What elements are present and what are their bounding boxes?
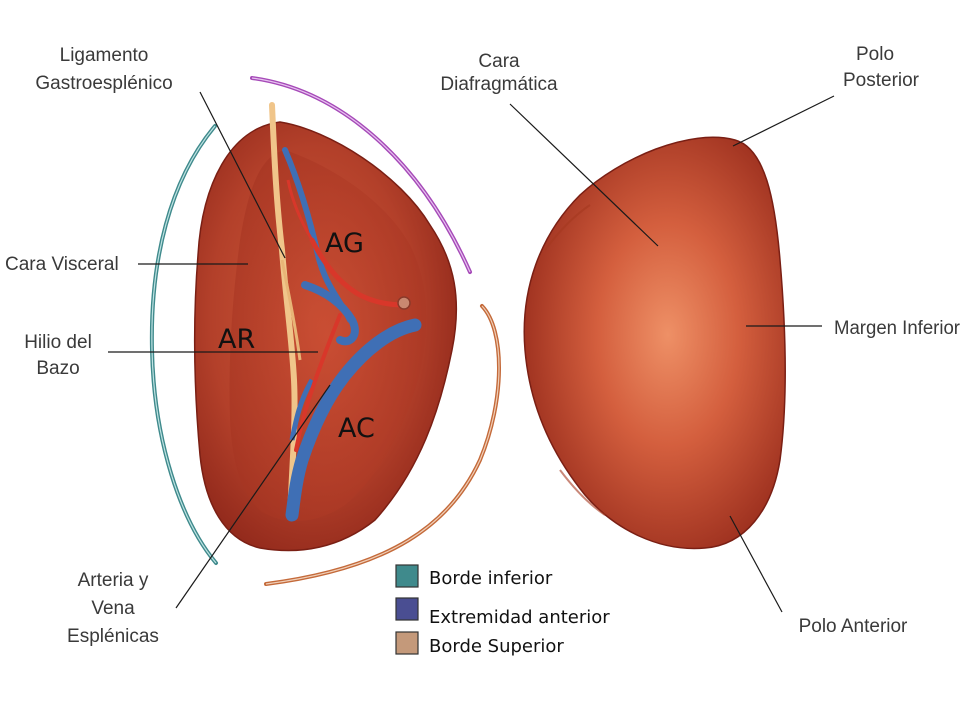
splenic-vein	[285, 318, 422, 522]
label-cara-diafragmatica-line1: Cara	[478, 51, 520, 72]
zone-label-ac: AC	[338, 413, 375, 444]
legend-label-extremidad-anterior: Extremidad anterior	[429, 607, 610, 628]
spleen-diaphragmatic-body	[523, 136, 787, 550]
label-polo-posterior-line2: Posterior	[843, 70, 920, 91]
leader-arteria	[175, 384, 331, 609]
gastrosplenic-ligament	[269, 102, 298, 518]
label-arteria-line1: Arteria y	[78, 570, 149, 591]
zone-label-ar: AR	[218, 324, 255, 355]
spleen-diaphragmatic-view	[523, 136, 787, 550]
spleen-visceral-view	[193, 102, 458, 552]
zone-label-ag: AG	[325, 228, 364, 259]
label-ligamento-line1: Ligamento	[60, 45, 149, 66]
leader-cara-diafragmatica	[509, 103, 659, 247]
label-polo-anterior: Polo Anterior	[799, 616, 908, 637]
legend-swatch-borde-superior	[395, 631, 419, 655]
label-hilio-line1: Hilio del	[24, 332, 92, 353]
label-cara-visceral: Cara Visceral	[5, 254, 119, 275]
label-hilio-line2: Bazo	[36, 358, 79, 379]
label-polo-posterior-line1: Polo	[856, 44, 894, 65]
legend-swatch-extremidad-anterior	[395, 597, 419, 621]
leader-ligamento	[199, 91, 286, 259]
label-arteria-line3: Esplénicas	[67, 626, 159, 647]
legend: Borde inferior Extremidad anterior Borde…	[395, 564, 610, 657]
leader-polo-anterior	[729, 515, 783, 613]
label-margen-inferior: Margen Inferior	[834, 318, 960, 339]
splenic-artery	[309, 237, 408, 308]
legend-label-borde-superior: Borde Superior	[429, 636, 564, 657]
label-cara-diafragmatica-line2: Diafragmática	[440, 74, 558, 95]
leader-polo-posterior	[732, 95, 835, 147]
legend-label-borde-inferior: Borde inferior	[429, 568, 553, 589]
label-arteria-line2: Vena	[91, 598, 135, 619]
legend-swatch-borde-inferior	[395, 564, 419, 588]
label-ligamento-line2: Gastroesplénico	[35, 73, 172, 94]
